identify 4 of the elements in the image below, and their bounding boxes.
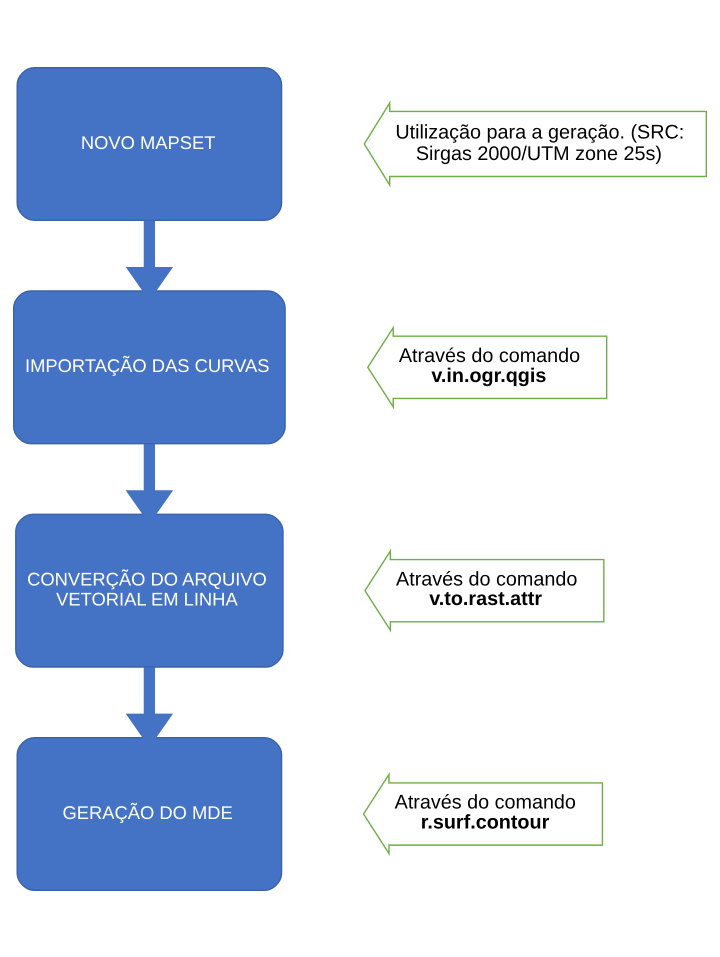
node-box: CONVERÇÃO DO ARQUIVO VETORIAL EM LINHA [15, 513, 284, 668]
node-box: GERAÇÃO DO MDE [16, 736, 282, 891]
node-box: IMPORTAÇÃO DAS CURVAS [12, 290, 286, 444]
node-box: NOVO MAPSET [16, 66, 282, 221]
